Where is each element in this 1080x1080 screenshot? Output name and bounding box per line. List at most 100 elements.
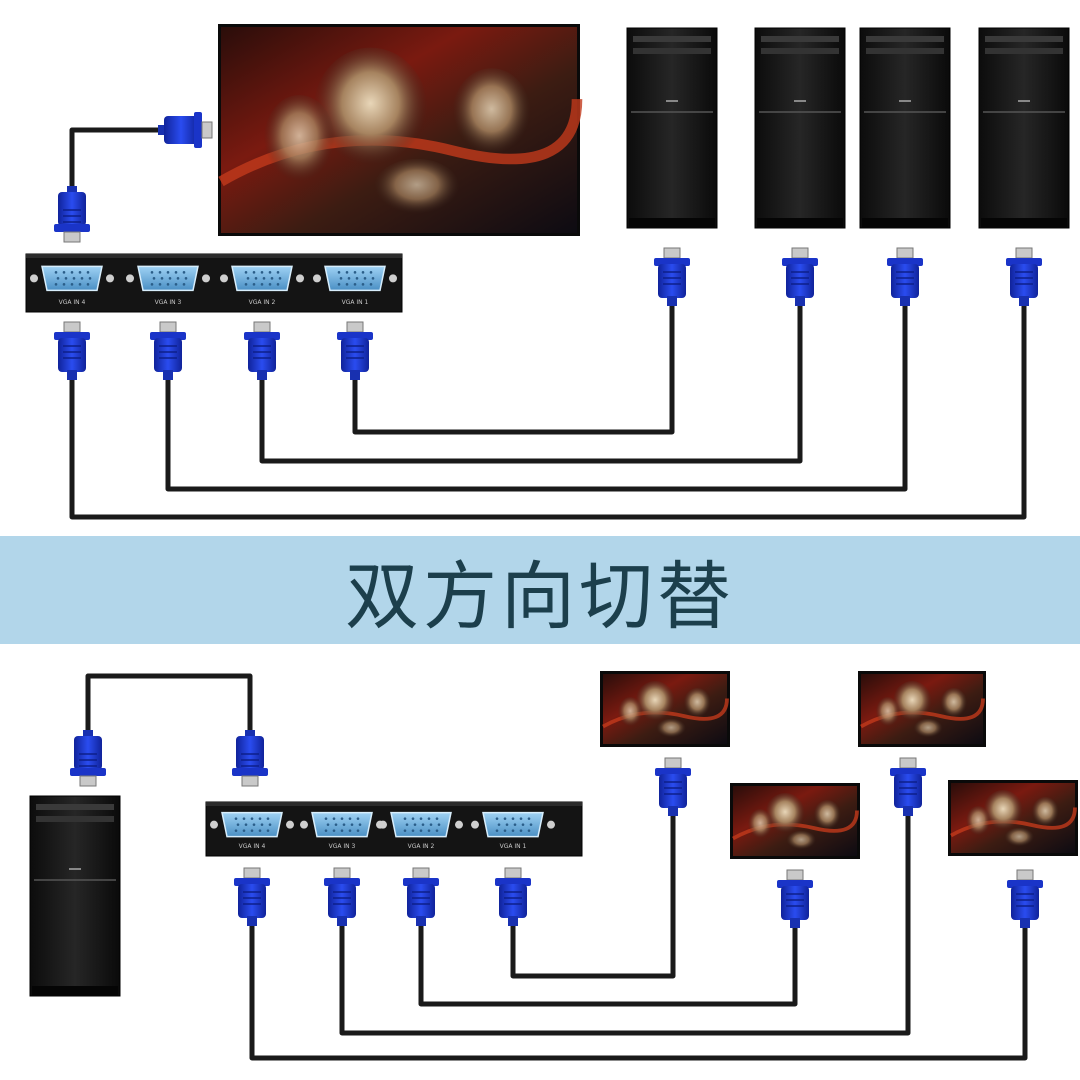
port-label: VGA IN 1 [500,843,527,850]
switch-top-edge [26,254,402,258]
plug-body [164,116,198,144]
port-pin [361,283,365,286]
port-pin [339,277,343,280]
plug-body [238,884,266,918]
plug-body [1010,264,1038,298]
vga-plug-switch-top [150,321,186,380]
port-pin [250,829,254,832]
plug-pins [63,231,81,243]
tower-base [32,986,118,996]
plug-body [658,264,686,298]
port-pin [358,823,362,826]
port-pin [184,277,188,280]
plug-strain-relief [900,296,910,306]
port-pin [345,283,349,286]
plug-body [58,338,86,372]
screen-art-skull [683,688,711,719]
plug-body [781,886,809,920]
port-pin [270,277,274,280]
port-pin [495,829,499,832]
port-pin [503,829,507,832]
port-pin [182,283,186,286]
port-pin [369,283,373,286]
port-pin [353,283,357,286]
plug-strain-relief [67,186,77,196]
port-pin [435,817,439,820]
tower-base [981,218,1067,228]
screen-art-skull [635,681,675,723]
port-pin [242,829,246,832]
port-pin [405,823,409,826]
port-screw [296,274,304,283]
port-label: VGA IN 3 [329,843,356,850]
plug-pins [63,321,81,333]
port-pin [324,817,328,820]
port-pin [158,283,162,286]
port-pin [70,283,74,286]
port-pin [519,829,523,832]
port-pin [403,817,407,820]
plug-body [499,884,527,918]
cable-pc-bottom [85,673,253,735]
port-screw [471,820,479,829]
port-pin [166,283,170,286]
vga-plug-switch-top [337,321,373,380]
screen-art-skull [374,158,460,217]
port-pin [150,271,154,274]
port-label: VGA IN 1 [342,299,369,306]
plug-pins [1015,247,1033,259]
computer-tower-top [978,27,1070,229]
port-pin [70,271,74,274]
plug-pins [504,867,522,879]
plug-pins [243,867,261,879]
port-pin [244,823,248,826]
computer-tower-top [859,27,951,229]
cable-pc-top [69,298,1027,520]
vga-port: VGA IN 2 [220,265,304,306]
port-pin [72,277,76,280]
port-pin [427,829,431,832]
port-pin [80,277,84,280]
screen-art-skull [965,806,991,837]
port-socket [311,811,373,838]
screen-art-skull [263,94,335,186]
port-screw [379,820,387,829]
port-pin [427,817,431,820]
port-pin [527,829,531,832]
port-socket [137,265,199,292]
port-pin [276,283,280,286]
port-pin [236,823,240,826]
monitor-bottom [600,671,730,747]
port-pin [260,823,264,826]
plug-pins [412,867,430,879]
port-pin [166,271,170,274]
vga-port: VGA IN 3 [126,265,210,306]
port-pin [363,277,367,280]
port-pin [168,277,172,280]
port-screw [300,820,308,829]
port-pin [252,283,256,286]
cable-monitor-bottom [249,920,1028,1061]
cable-layer [69,127,1028,1061]
vga-plug-switch-top [54,321,90,380]
port-pin [511,817,515,820]
banner-title: 双方向切替 [345,553,735,640]
screen-art-skull [313,47,428,172]
plug-pins [159,321,177,333]
port-pin [403,829,407,832]
computer-tower-top [626,27,718,229]
port-pin [356,829,360,832]
port-pin [54,283,58,286]
port-socket [390,811,452,838]
plug-body [341,338,369,372]
port-pin [266,817,270,820]
cable-monitor-bottom [339,812,911,1036]
port-socket [231,265,293,292]
port-pin [174,283,178,286]
vga-plug-computer-bottom [70,730,106,787]
port-pin [529,823,533,826]
port-screw [210,820,218,829]
screen-art-skull [452,68,531,159]
